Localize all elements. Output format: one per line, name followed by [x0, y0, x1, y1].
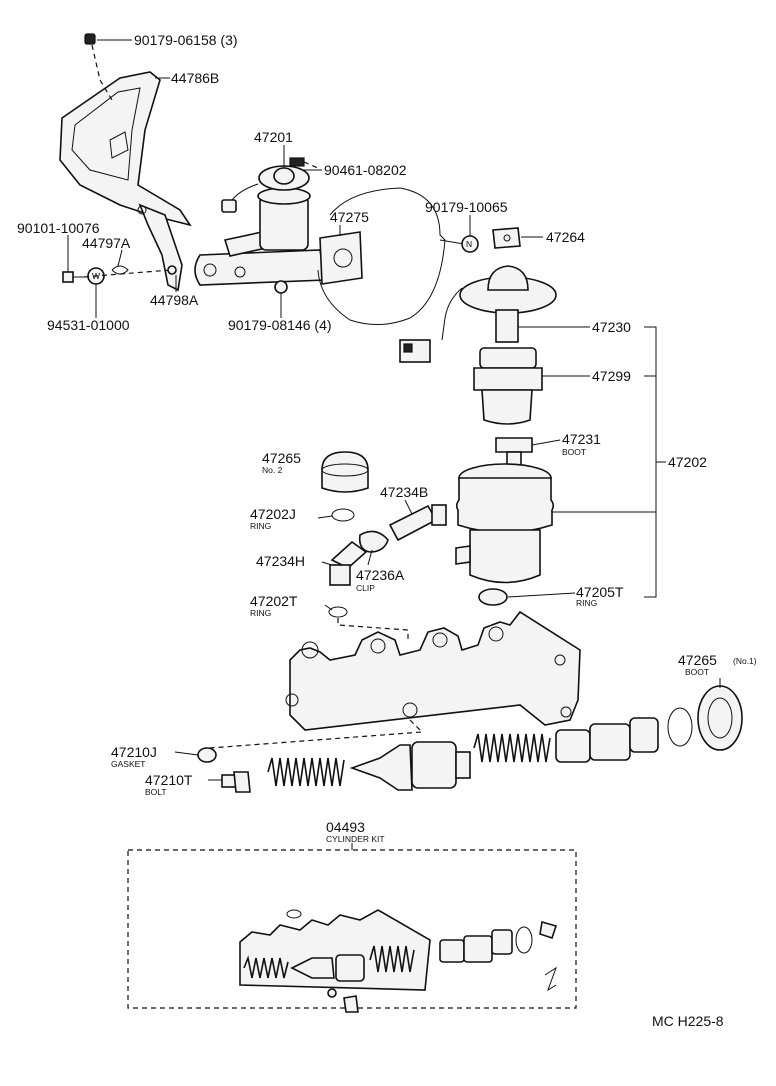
reservoir-cap-47230 — [459, 265, 557, 343]
label-04493: 04493 — [326, 819, 365, 835]
label-47264: 47264 — [546, 229, 585, 245]
label-47265-no1: 47265 — [678, 652, 717, 668]
gasket-47275 — [319, 231, 363, 285]
boot-47265-no1 — [697, 685, 743, 751]
label-47202j: 47202J — [250, 506, 296, 522]
label-47231-sub: BOOT — [562, 447, 586, 457]
label-47201: 47201 — [254, 129, 293, 145]
nut-90179-08146 — [274, 280, 288, 294]
label-90179-10065: 90179-10065 — [425, 199, 508, 215]
strainer-47299 — [473, 347, 543, 425]
label-47210t: 47210T — [145, 772, 193, 788]
label-90179-08146: 90179-08146 (4) — [228, 317, 332, 333]
label-47234h: 47234H — [256, 553, 305, 569]
label-47230: 47230 — [592, 319, 631, 335]
label-44797a: 44797A — [82, 235, 131, 251]
label-47202: 47202 — [668, 454, 707, 470]
reservoir-body — [455, 463, 555, 584]
label-47265-no2: 47265 — [262, 450, 301, 466]
label-47205t: 47205T — [576, 584, 624, 600]
label-94531-01000: 94531-01000 — [47, 317, 130, 333]
block-47264 — [492, 227, 521, 249]
ring-47202j — [331, 508, 355, 522]
label-47265-no2-sub: No. 2 — [262, 465, 283, 475]
bracket-44786b — [59, 71, 192, 292]
label-47210j-sub: GASKET — [111, 759, 145, 769]
figure-code: MC H225-8 — [652, 1013, 724, 1029]
union-47234h — [329, 540, 368, 586]
label-90101-10076: 90101-10076 — [17, 220, 100, 236]
piston-spring-row — [267, 717, 659, 791]
label-47236a-sub: CLIP — [356, 583, 375, 593]
group-bracket-47202 — [551, 326, 666, 598]
label-04493-sub: CYLINDER KIT — [326, 834, 385, 844]
label-47275: 47275 — [330, 209, 369, 225]
label-47231: 47231 — [562, 431, 601, 447]
label-47236a: 47236A — [356, 567, 405, 583]
leader-lines — [67, 39, 721, 850]
cylinder-kit-parts — [239, 909, 558, 1013]
label-90461-08202: 90461-08202 — [324, 162, 407, 178]
bolt-90179-06158 — [84, 33, 96, 45]
snap-ring — [667, 707, 693, 747]
label-47265-no1-note: (No.1) — [733, 656, 757, 666]
ring-47202t — [328, 606, 348, 618]
label-47299: 47299 — [592, 368, 631, 384]
pin-44797a — [111, 265, 129, 275]
gasket-47210j — [197, 747, 217, 763]
pin-44798a — [167, 265, 177, 275]
label-44786b: 44786B — [171, 70, 219, 86]
label-44798a: 44798A — [150, 292, 199, 308]
ring-47205t — [478, 588, 508, 606]
bolt-90101-10076 — [62, 271, 84, 283]
connector-plug — [399, 339, 431, 363]
label-47210j: 47210J — [111, 744, 157, 760]
label-47234b: 47234B — [380, 484, 428, 500]
label-47265-no1-sub: BOOT — [685, 667, 709, 677]
clip-90461-08202 — [289, 157, 305, 167]
master-cylinder-body — [285, 610, 581, 731]
label-47202t-sub: RING — [250, 608, 271, 618]
label-47202t: 47202T — [250, 593, 298, 609]
clip-47236a — [358, 530, 389, 553]
cap-47265-no2 — [321, 451, 369, 493]
bolt-47210t — [221, 771, 251, 793]
label-47202j-sub: RING — [250, 521, 271, 531]
hose-47234b — [388, 504, 447, 542]
label-90179-06158: 90179-06158 (3) — [134, 32, 238, 48]
label-47210t-sub: BOLT — [145, 787, 167, 797]
label-47205t-sub: RING — [576, 598, 597, 608]
part-labels: 90179-06158 (3) 44786B 47201 90461-08202… — [17, 32, 757, 1029]
master-cylinder-assembly — [194, 165, 326, 286]
nut-n-mark: N — [466, 239, 472, 249]
